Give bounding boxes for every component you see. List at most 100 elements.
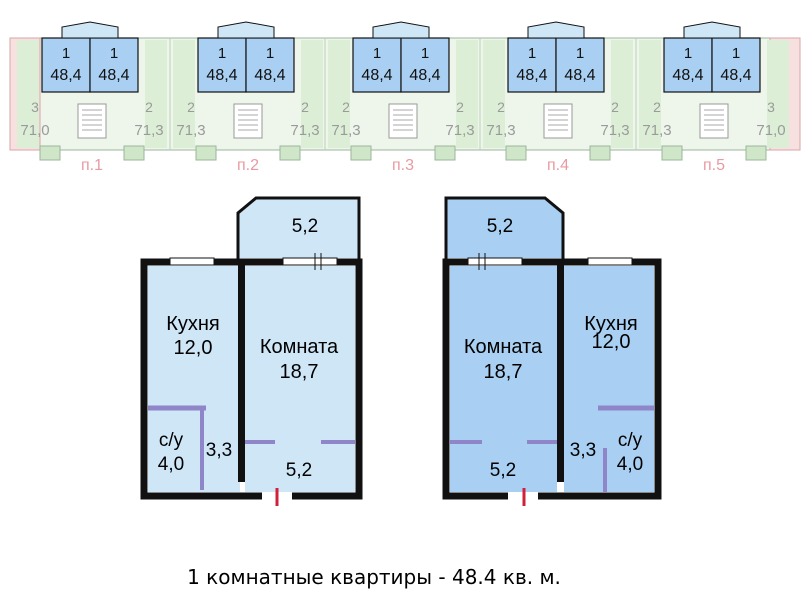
balcony-shape xyxy=(683,21,741,39)
hall-fill xyxy=(245,446,355,492)
caption: 1 комнатные квартиры - 48.4 кв. м. xyxy=(187,565,561,589)
room-area-label: 18,7 xyxy=(280,361,319,383)
building-section-strip: 1 48,4 1 48,4 3 71,0 2 71,3 п.1 1 48,4 1 48,4 2 71,3 2 7… xyxy=(9,21,801,174)
corridor-area-label: 3,3 xyxy=(206,440,232,461)
unit-rooms-label: 2 xyxy=(611,99,619,115)
unit-block xyxy=(17,40,39,148)
selected-unit-area: 48,4 xyxy=(98,67,129,84)
entrance-bump xyxy=(39,145,61,161)
entrance-bump xyxy=(350,145,372,161)
hall-fill xyxy=(450,446,557,492)
kitchen-name-label: Кухня xyxy=(166,313,220,335)
balcony-wall xyxy=(444,196,565,262)
balcony-shape xyxy=(527,21,585,39)
unit-rooms-label: 2 xyxy=(653,99,661,115)
unit-block xyxy=(611,40,633,148)
section-label: п.5 xyxy=(703,157,725,174)
unit-area-label: 71,3 xyxy=(445,122,474,139)
section-label: п.3 xyxy=(392,157,414,174)
corridor-fill xyxy=(203,408,240,492)
selected-unit xyxy=(245,37,295,93)
bathroom-fill xyxy=(601,408,654,492)
stairwell xyxy=(77,103,107,139)
unit-rooms-label: 3 xyxy=(767,99,775,115)
kitchen-name-label: Кухня xyxy=(584,313,638,335)
selected-unit-area: 48,4 xyxy=(672,67,703,84)
unit-block xyxy=(301,40,323,148)
room-fill xyxy=(450,266,557,446)
unit-rooms-label: 2 xyxy=(301,99,309,115)
bathroom-area-label: 4,0 xyxy=(617,454,643,475)
unit-area-label: 71,0 xyxy=(20,122,49,139)
unit-rooms-label: 3 xyxy=(31,99,39,115)
section-label: п.2 xyxy=(237,157,259,174)
outer-wall xyxy=(140,258,363,500)
unit-area-label: 71,3 xyxy=(642,122,671,139)
entrance-bump xyxy=(745,145,767,161)
unit-area-label: 71,3 xyxy=(486,122,515,139)
balcony-shape xyxy=(372,21,430,39)
apartment-plan-right: 5,2 Комната 18,7 Кухня 12,0 3,3 с/у 4,0 … xyxy=(442,196,662,506)
unit-area-label: 71,3 xyxy=(134,122,163,139)
selected-unit-area: 48,4 xyxy=(564,67,595,84)
room-window xyxy=(282,257,338,266)
bathroom-area-label: 4,0 xyxy=(158,454,184,475)
unit-block xyxy=(456,40,478,148)
section-label: п.4 xyxy=(547,157,569,174)
unit-rooms-label: 2 xyxy=(145,99,153,115)
hall-area-label: 5,2 xyxy=(490,460,516,481)
selected-unit-rooms: 1 xyxy=(266,45,274,62)
unit-block xyxy=(483,40,505,148)
selected-unit-rooms: 1 xyxy=(373,45,381,62)
corridor-fill xyxy=(564,408,601,492)
unit-block xyxy=(173,40,195,148)
selected-unit-area: 48,4 xyxy=(50,67,81,84)
selected-unit-rooms: 1 xyxy=(576,45,584,62)
selected-unit-rooms: 1 xyxy=(62,45,70,62)
hall-area-label: 5,2 xyxy=(286,460,312,481)
balcony-fill xyxy=(238,198,359,258)
kitchen-area-label: 12,0 xyxy=(174,337,213,359)
balcony-shape xyxy=(217,21,275,39)
stairwell xyxy=(233,103,263,139)
kitchen-window xyxy=(587,257,633,266)
kitchen-area-label: 12,0 xyxy=(592,331,631,353)
balcony-area-label: 5,2 xyxy=(292,216,318,237)
selected-unit-area: 48,4 xyxy=(720,67,751,84)
selected-unit-rooms: 1 xyxy=(528,45,536,62)
unit-block xyxy=(639,40,661,148)
unit-rooms-label: 2 xyxy=(187,99,195,115)
selected-unit-rooms: 1 xyxy=(732,45,740,62)
selected-unit-area: 48,4 xyxy=(361,67,392,84)
unit-rooms-label: 2 xyxy=(456,99,464,115)
inner-wall xyxy=(238,262,245,482)
selected-unit-area: 48,4 xyxy=(516,67,547,84)
selected-unit xyxy=(507,37,557,93)
entrance-bump xyxy=(589,145,611,161)
entrance-bump xyxy=(661,145,683,161)
entrance-bump xyxy=(434,145,456,161)
balcony-shape xyxy=(61,21,119,39)
unit-area-label: 71,3 xyxy=(331,122,360,139)
unit-area-label: 71,3 xyxy=(600,122,629,139)
unit-block xyxy=(145,40,167,148)
unit-rooms-label: 2 xyxy=(497,99,505,115)
selected-unit-rooms: 1 xyxy=(110,45,118,62)
inner-wall xyxy=(557,262,564,482)
balcony-wall xyxy=(236,196,361,262)
apartment-plan-left: 5,2 Кухня 12,0 Комната 18,7 с/у 4,0 3,3 … xyxy=(140,196,363,506)
selected-unit xyxy=(711,37,761,93)
outer-wall xyxy=(442,258,662,500)
balcony-area-label: 5,2 xyxy=(487,216,513,237)
room-fill xyxy=(245,266,355,446)
bathroom-fill xyxy=(148,408,203,492)
kitchen-window xyxy=(169,257,215,266)
unit-rooms-label: 2 xyxy=(342,99,350,115)
selected-unit-rooms: 1 xyxy=(218,45,226,62)
entrance-bump xyxy=(279,145,301,161)
section-label: п.1 xyxy=(81,157,103,174)
room-window xyxy=(467,257,523,266)
room-area-label: 18,7 xyxy=(484,361,523,383)
selected-unit xyxy=(400,37,450,93)
entrance-bump xyxy=(195,145,217,161)
